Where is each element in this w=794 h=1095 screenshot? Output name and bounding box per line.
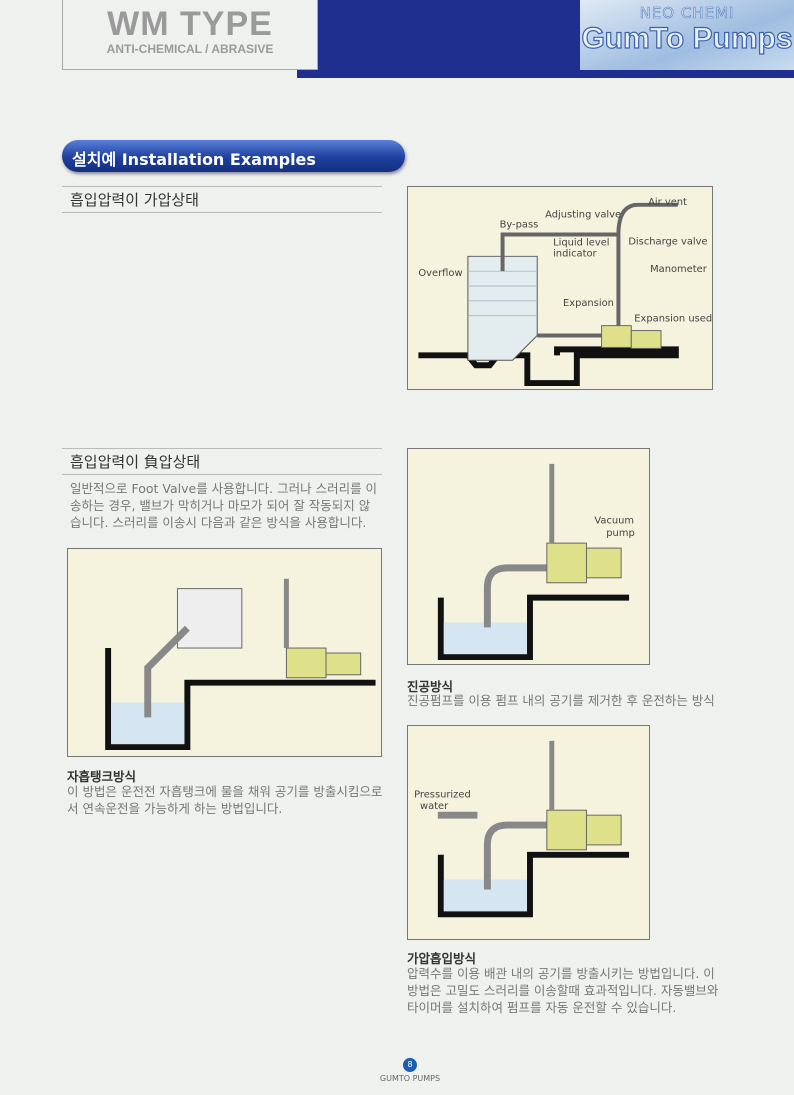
type-box: WM TYPE ANTI-CHEMICAL / ABRASIVE (62, 0, 318, 70)
heading-positive: 흡입압력이 가압상태 (62, 186, 382, 213)
vacuum-text: 진공펌프를 이용 펌프 내의 공기를 제거한 후 운전하는 방식 (407, 693, 715, 708)
label-expansion-used: Expansion used (634, 314, 712, 325)
type-subtitle: ANTI-CHEMICAL / ABRASIVE (106, 42, 274, 56)
label-expansion: Expansion (563, 298, 614, 309)
label-manometer: Manometer (650, 264, 708, 275)
diagram-positive-pressure: Air vent Adjusting valve By-pass Liquid … (407, 186, 713, 390)
label-water: water (420, 801, 449, 812)
label-pressurized: Pressurized (414, 789, 471, 800)
label-discharge-valve: Discharge valve (628, 236, 707, 247)
label-liquid-level-2: indicator (553, 248, 597, 259)
footer: 8 GUMTO PUMPS (360, 1058, 460, 1083)
diagram-self-priming (67, 548, 382, 757)
label-bypass: By-pass (500, 220, 539, 231)
self-priming-text: 이 방법은 운전전 자흡탱크에 물을 채워 공기를 방출시킴으로서 연속운전을 … (67, 784, 383, 816)
label-liquid-level-1: Liquid level (553, 237, 610, 248)
caption-pressurized: 가압흡입방식 (407, 951, 477, 966)
diagram-pressurized: Pressurized water (407, 725, 650, 940)
caption-vacuum: 진공방식 (407, 679, 454, 694)
negative-text: 일반적으로 Foot Valve를 사용합니다. 그러나 스러리를 이송하는 경… (70, 481, 378, 530)
label-pump: pump (606, 528, 634, 539)
brand-logo: NEO CHEMI GumTo Pumps (580, 0, 794, 70)
footer-brand: GUMTO PUMPS (379, 1074, 441, 1083)
brand-top: NEO CHEMI (639, 4, 735, 23)
label-vacuum: Vacuum (594, 515, 634, 526)
brand-main: GumTo Pumps (581, 21, 793, 55)
label-adjusting-valve: Adjusting valve (545, 210, 621, 221)
type-title: WM TYPE (107, 5, 273, 43)
pressurized-text: 압력수를 이용 배관 내의 공기를 방출시키는 방법입니다. 이 방법은 고밀도… (407, 966, 719, 1015)
label-overflow: Overflow (418, 268, 462, 279)
caption-self-priming: 자흡탱크방식 (67, 769, 137, 784)
diagram-vacuum: Vacuum pump (407, 448, 650, 665)
page-number: 8 (403, 1058, 417, 1072)
label-air-vent: Air vent (648, 197, 687, 208)
section-banner: 설치예 Installation Examples (62, 140, 405, 172)
heading-negative: 흡입압력이 負압상태 (62, 448, 382, 475)
